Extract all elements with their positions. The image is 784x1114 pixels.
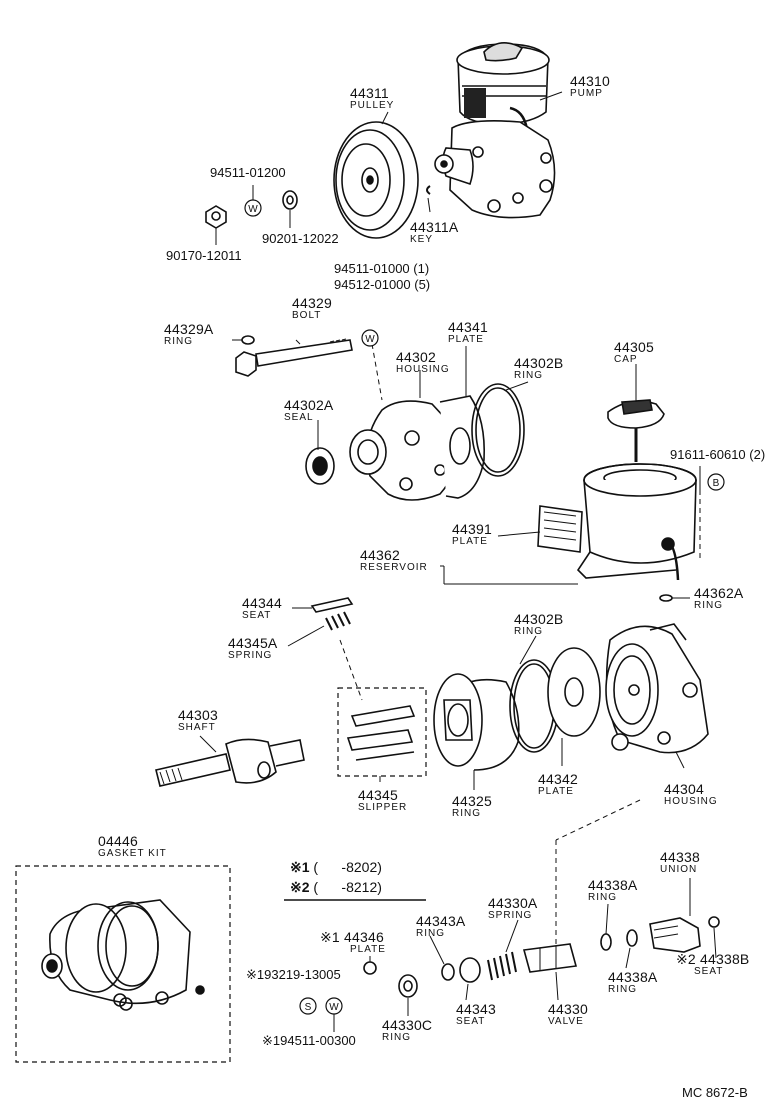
label-44330c: 44330C RING [382, 1017, 433, 1043]
label-44311: 44311 PULLEY [350, 85, 395, 111]
label-44302: 44302 HOUSING [396, 349, 450, 375]
gasket-kit-drawing [41, 899, 205, 1011]
seat-spring-drawing [310, 597, 354, 631]
label-44338b: ※2 44338B SEAT [676, 951, 750, 977]
label-94511-01000: 94511-01000 (1) [334, 261, 430, 276]
label-44391: 44391 PLATE [452, 521, 492, 547]
legend-row-2: ※2 ( -8212) [290, 879, 382, 895]
svg-text:B: B [713, 478, 720, 489]
label-94512-01000: 94512-01000 (5) [334, 277, 431, 292]
circle-w-symbol: W [244, 199, 262, 217]
svg-text:S: S [305, 1002, 312, 1013]
label-44311a: 44311A KEY [410, 219, 459, 245]
label-44338: 44338 UNION [660, 849, 700, 875]
label-44338a-bottom: 44338A RING [608, 969, 658, 995]
label-44310: 44310 PUMP [570, 73, 610, 99]
gasket-kit-box [15, 865, 231, 1063]
label-193219-13005: ※193219-13005 [246, 967, 341, 982]
rear-housing-drawing [605, 623, 709, 754]
shaft-drawing [155, 738, 305, 787]
label-44344: 44344 SEAT [242, 595, 282, 621]
cam-ring-drawing [433, 673, 520, 771]
label-44329: 44329 BOLT [292, 295, 332, 321]
label-44304: 44304 HOUSING [664, 781, 718, 807]
label-44329a: 44329A RING [164, 321, 214, 347]
footer-code: MC 8672-B [682, 1085, 748, 1100]
bolt-drawing [234, 335, 353, 377]
label-44341: 44341 PLATE [448, 319, 488, 345]
label-44342: 44342 PLATE [538, 771, 578, 797]
label-94511-01200: 94511-01200 [210, 165, 286, 180]
label-44325: 44325 RING [452, 793, 492, 819]
label-44338a-top: 44338A RING [588, 877, 638, 903]
svg-text:W: W [248, 204, 258, 215]
label-90201-12022: 90201-12022 [262, 231, 339, 246]
label-194511-00300: ※194511-00300 [262, 1033, 356, 1048]
slipper-kit-box [337, 687, 427, 777]
circle-s-symbol: S [299, 997, 317, 1015]
label-44343: 44343 SEAT [456, 1001, 496, 1027]
legend-row-1: ※1 ( -8202) [290, 859, 382, 875]
front-housing-drawing [305, 383, 525, 501]
label-44345a: 44345A SPRING [228, 635, 278, 661]
circle-w-symbol: W [325, 997, 343, 1015]
label-91611-60610: 91611-60610 (2) [670, 447, 766, 462]
circle-w-symbol: W [361, 329, 379, 347]
label-44302b-top: 44302B RING [514, 355, 564, 381]
reservoir-drawing [537, 399, 697, 602]
label-44302b-mid: 44302B RING [514, 611, 564, 637]
pulley-drawing [333, 121, 419, 239]
label-44305: 44305 CAP [614, 339, 654, 365]
label-44345: 44345 SLIPPER [358, 787, 408, 813]
leader-lines [199, 91, 717, 1032]
label-44362: 44362 RESERVOIR [360, 547, 428, 573]
label-04446: 04446 GASKET KIT [98, 833, 167, 859]
nut-washer-drawing [205, 185, 298, 245]
svg-text:W: W [329, 1002, 339, 1013]
pump-assembly-drawing [426, 42, 556, 219]
label-44303: 44303 SHAFT [178, 707, 218, 733]
label-44330: 44330 VALVE [548, 1001, 588, 1027]
svg-text:W: W [365, 334, 375, 345]
label-44330a: 44330A SPRING [488, 895, 538, 921]
circle-b-symbol: B [707, 473, 725, 491]
label-44362a: 44362A RING [694, 585, 744, 611]
label-90170-12011: 90170-12011 [166, 248, 242, 263]
label-44346: ※1 44346 PLATE [320, 929, 386, 955]
label-44343a: 44343A RING [416, 913, 466, 939]
rear-plate-drawing [509, 647, 601, 753]
label-44302a: 44302A SEAL [284, 397, 334, 423]
slipper-drawing [346, 705, 416, 761]
